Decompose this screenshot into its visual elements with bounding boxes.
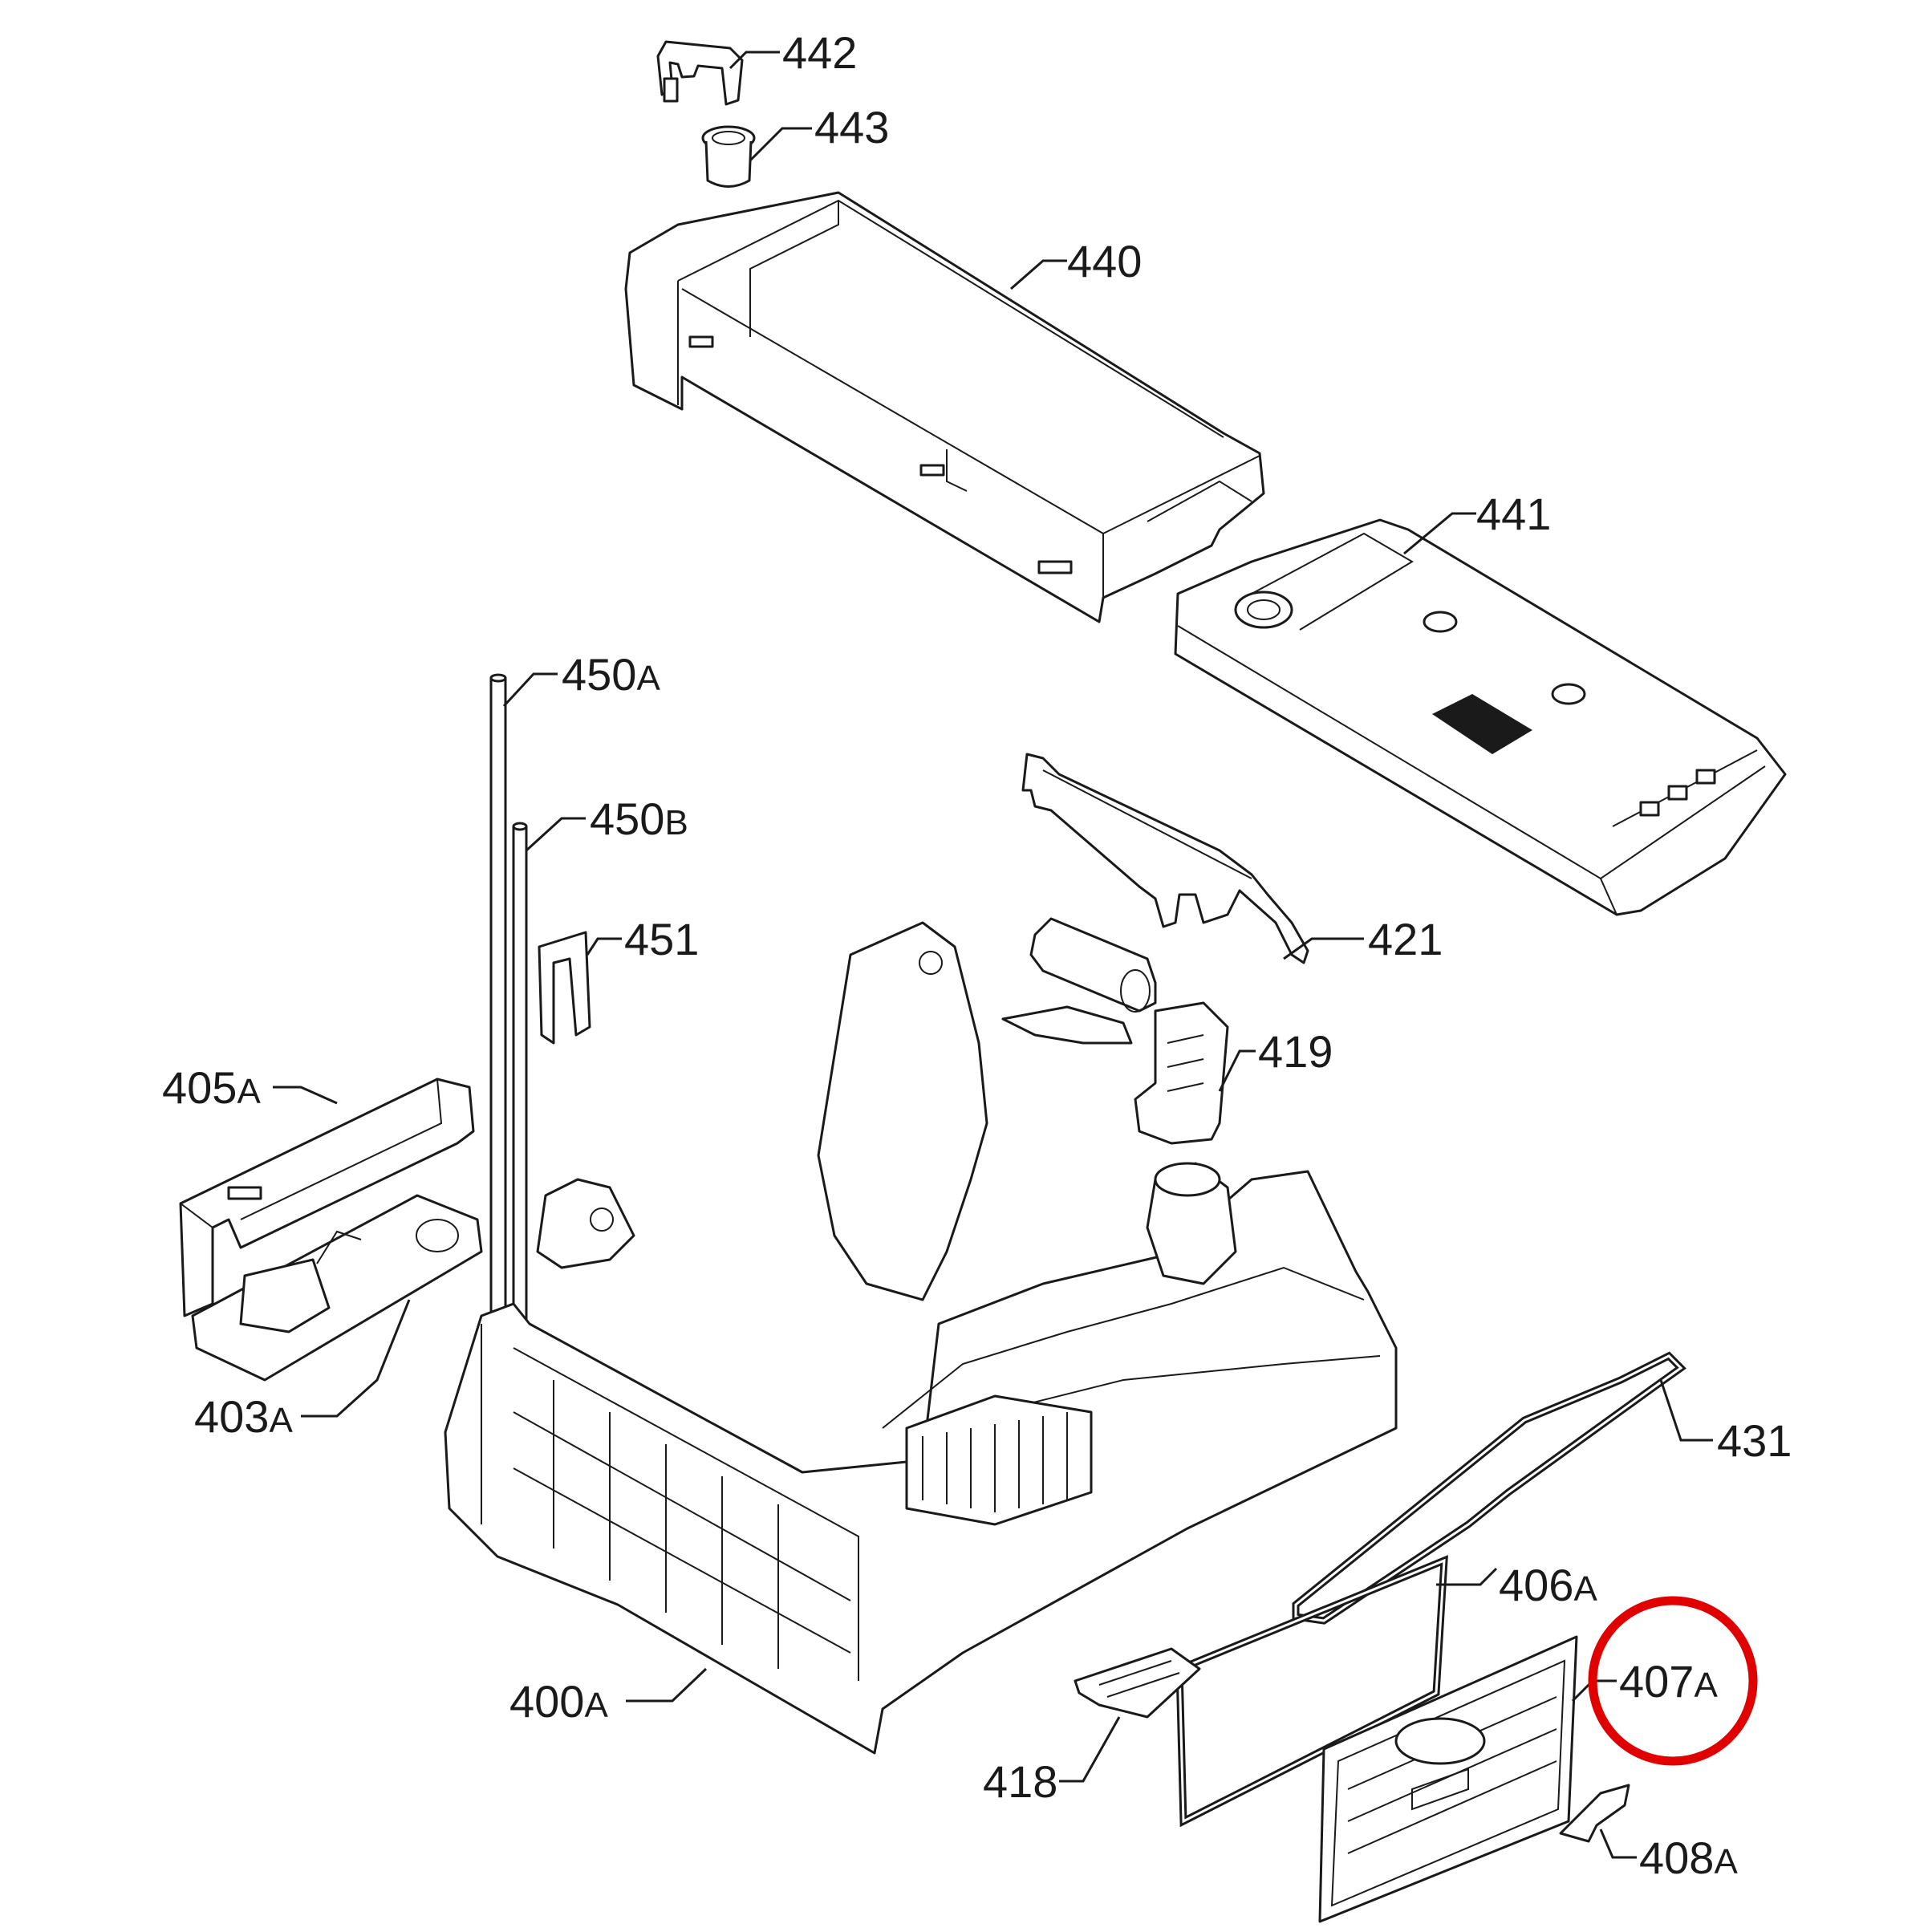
part-419-pump — [1001, 917, 1229, 1145]
part-451-clip — [538, 931, 591, 1045]
label-431: 431 — [1717, 1415, 1792, 1466]
label-450b: 450B — [590, 794, 688, 844]
part-443-cup — [701, 125, 756, 188]
label-450a: 450A — [562, 649, 660, 700]
part-405a-lid — [179, 1078, 475, 1317]
label-418: 418 — [983, 1756, 1057, 1807]
label-408a: 408A — [1639, 1833, 1738, 1883]
label-442: 442 — [782, 27, 857, 78]
label-451: 451 — [624, 914, 699, 964]
part-408a-tab — [1559, 1784, 1630, 1843]
part-400a-base — [444, 921, 1398, 1755]
part-450a-rod — [489, 673, 507, 1313]
part-418-filter — [1074, 1647, 1201, 1719]
part-421-harness — [1021, 753, 1309, 964]
part-403a-holder — [191, 1194, 483, 1382]
label-400a: 400A — [509, 1676, 608, 1727]
label-440: 440 — [1067, 236, 1142, 286]
part-442-bracket — [656, 40, 744, 106]
part-407a-cover — [1318, 1635, 1578, 1923]
label-419: 419 — [1258, 1026, 1333, 1077]
highlight-circle-407a — [1588, 1596, 1758, 1766]
leader-lines — [273, 51, 1713, 1859]
part-450b-rod — [512, 822, 528, 1329]
label-443: 443 — [814, 102, 889, 152]
label-403a: 403A — [194, 1391, 293, 1442]
part-labels: 442 443 440 441 450A 450B 451 421 419 40… — [162, 27, 1792, 1883]
part-440-cover — [624, 191, 1265, 623]
label-405a: 405A — [162, 1062, 261, 1113]
label-406a: 406A — [1499, 1560, 1597, 1610]
label-441: 441 — [1476, 489, 1551, 539]
part-431-gasket — [1292, 1351, 1686, 1625]
part-406a-gasket — [1175, 1555, 1448, 1828]
label-421: 421 — [1368, 914, 1443, 964]
label-407a: 407A — [1619, 1656, 1718, 1707]
part-441-tank — [1174, 518, 1787, 916]
